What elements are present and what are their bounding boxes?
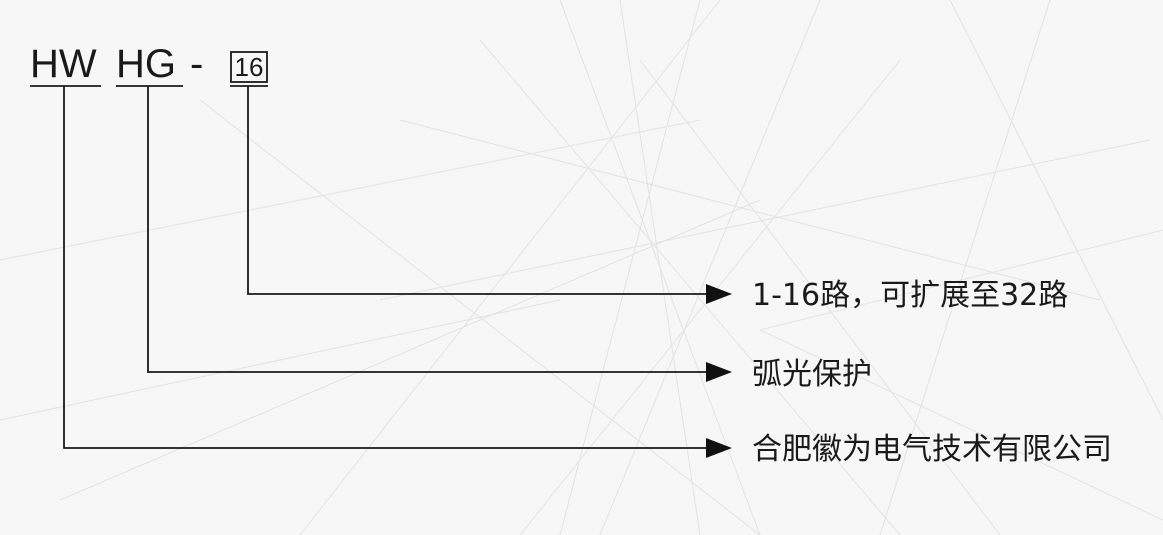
arrow-company-icon <box>706 438 732 458</box>
code-separator: - <box>190 42 203 86</box>
code-part-hw: HW <box>30 42 97 86</box>
connector-company <box>63 86 712 449</box>
desc-arc-protection: 弧光保护 <box>752 357 872 392</box>
arrow-arc-protection-icon <box>706 362 732 382</box>
desc-channels: 1-16路，可扩展至32路 <box>752 278 1068 313</box>
code-box-16 <box>230 51 268 83</box>
arrow-channels-icon <box>706 284 732 304</box>
connector-arc-protection <box>147 86 712 373</box>
connector-channels <box>247 86 712 295</box>
desc-company: 合肥徽为电气技术有限公司 <box>752 432 1112 467</box>
code-part-16: 16 <box>235 52 264 82</box>
code-part-hg: HG <box>116 42 176 86</box>
